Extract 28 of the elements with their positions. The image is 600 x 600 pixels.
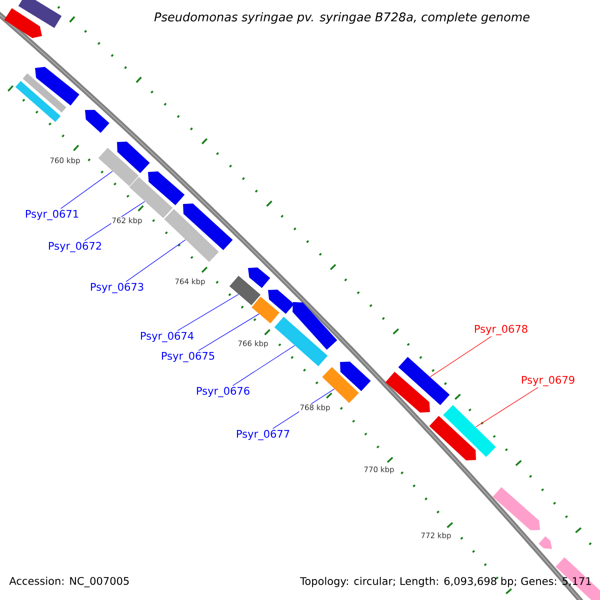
- gene-bar: [322, 366, 359, 404]
- gene-bar: [164, 208, 219, 262]
- gene-label: Psyr_0671: [26, 210, 78, 220]
- gene-bar: [98, 148, 139, 186]
- gene-label: Psyr_0673: [90, 282, 144, 294]
- leader-line: [475, 387, 538, 428]
- gene-bar: [443, 405, 496, 457]
- gene-label: Psyr_0678: [474, 324, 528, 336]
- gene-label: Psyr_0674: [140, 332, 194, 342]
- gene-bar: [129, 176, 173, 218]
- gene-label: Psyr_0677: [236, 430, 290, 440]
- footer-text: Topology: circular; Length: 6,093,698 bp; Genes: 5,171: [300, 576, 591, 588]
- gene-label: Psyr_0679: [522, 376, 574, 386]
- gene-bar: [274, 316, 328, 366]
- leader-line: [232, 345, 296, 386]
- gene-label: Psyr_0675: [162, 352, 214, 362]
- gene-bar: [398, 356, 450, 406]
- footer-text: Accession: NC_007005: [9, 576, 129, 588]
- leader-line: [126, 239, 186, 282]
- title: Pseudomonas syringae pv. syringae B728a, complete genome: [154, 12, 530, 24]
- leader-line: [430, 336, 492, 378]
- leader-line: [177, 294, 239, 331]
- gene-label: Psyr_0676: [196, 386, 250, 398]
- gene-bar: [252, 296, 280, 324]
- gene-bar: [229, 276, 261, 306]
- leader-line: [60, 171, 113, 209]
- gene-label: Psyr_0672: [48, 242, 101, 252]
- leader-line: [198, 314, 260, 351]
